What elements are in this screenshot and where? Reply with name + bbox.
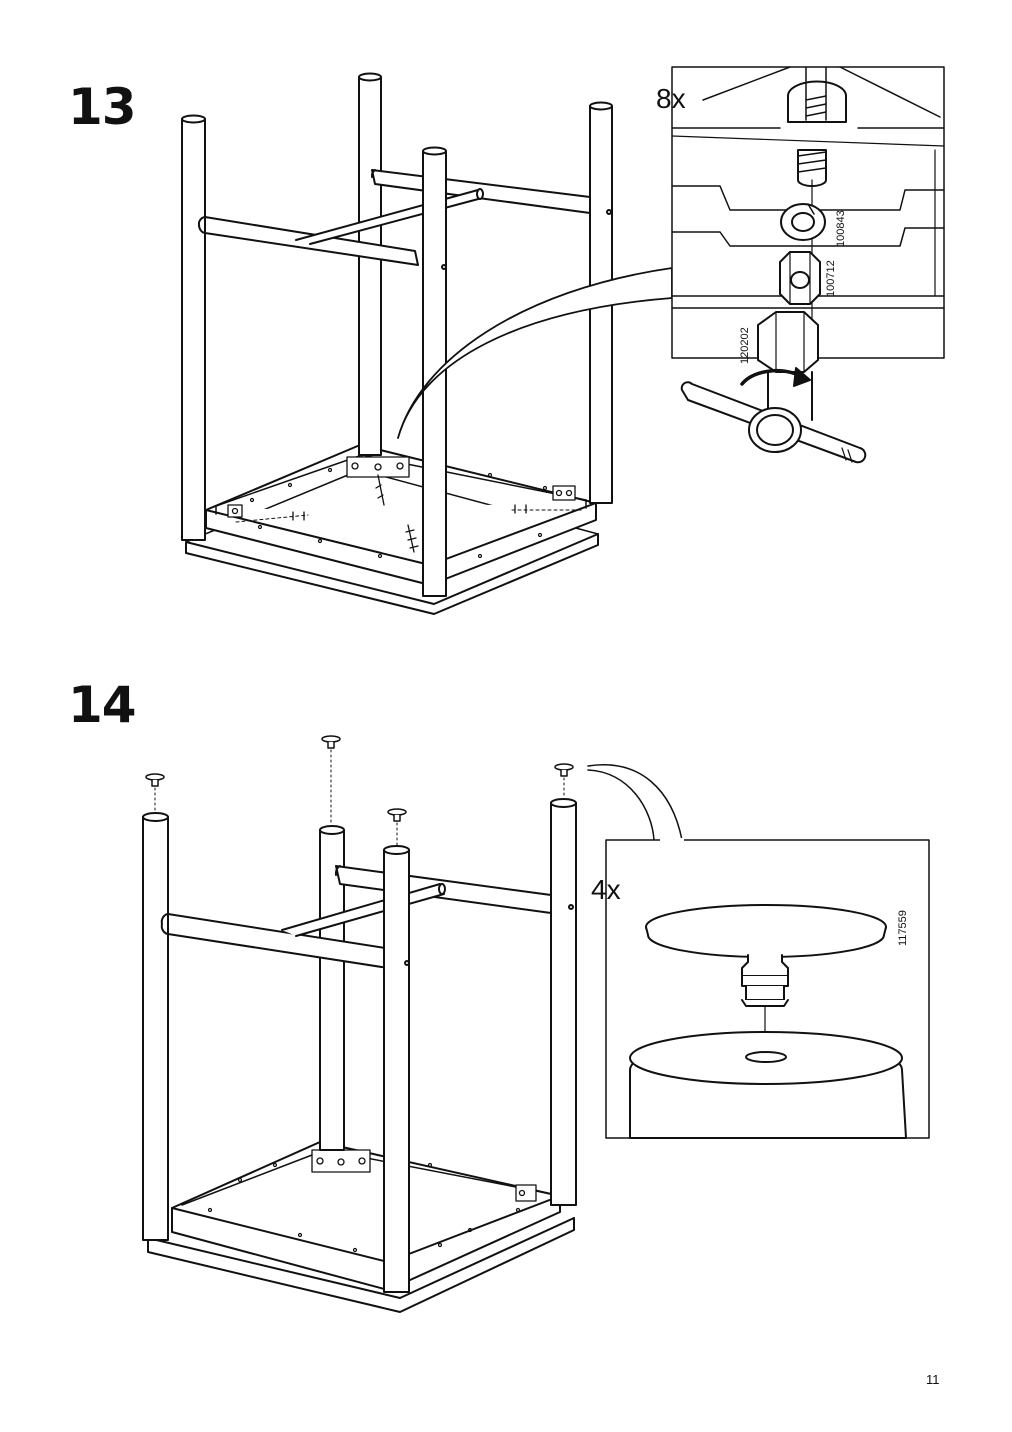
step-14-table-illustration bbox=[142, 735, 683, 1313]
page-number: 11 bbox=[926, 1372, 940, 1387]
step-13-table-illustration bbox=[181, 72, 673, 615]
step-13-number: 13 bbox=[68, 78, 137, 136]
step-13-quantity: 8x bbox=[656, 83, 686, 114]
step-14-detail-box bbox=[605, 838, 930, 1139]
part-number-120202: 120202 bbox=[739, 327, 751, 364]
part-number-117559: 117559 bbox=[897, 910, 909, 946]
step-14-quantity: 4x bbox=[591, 874, 621, 905]
step-13-detail-box bbox=[671, 66, 945, 464]
part-number-100843: 100843 bbox=[835, 210, 847, 247]
step-14-number: 14 bbox=[68, 676, 137, 734]
part-number-100712: 100712 bbox=[825, 260, 837, 297]
